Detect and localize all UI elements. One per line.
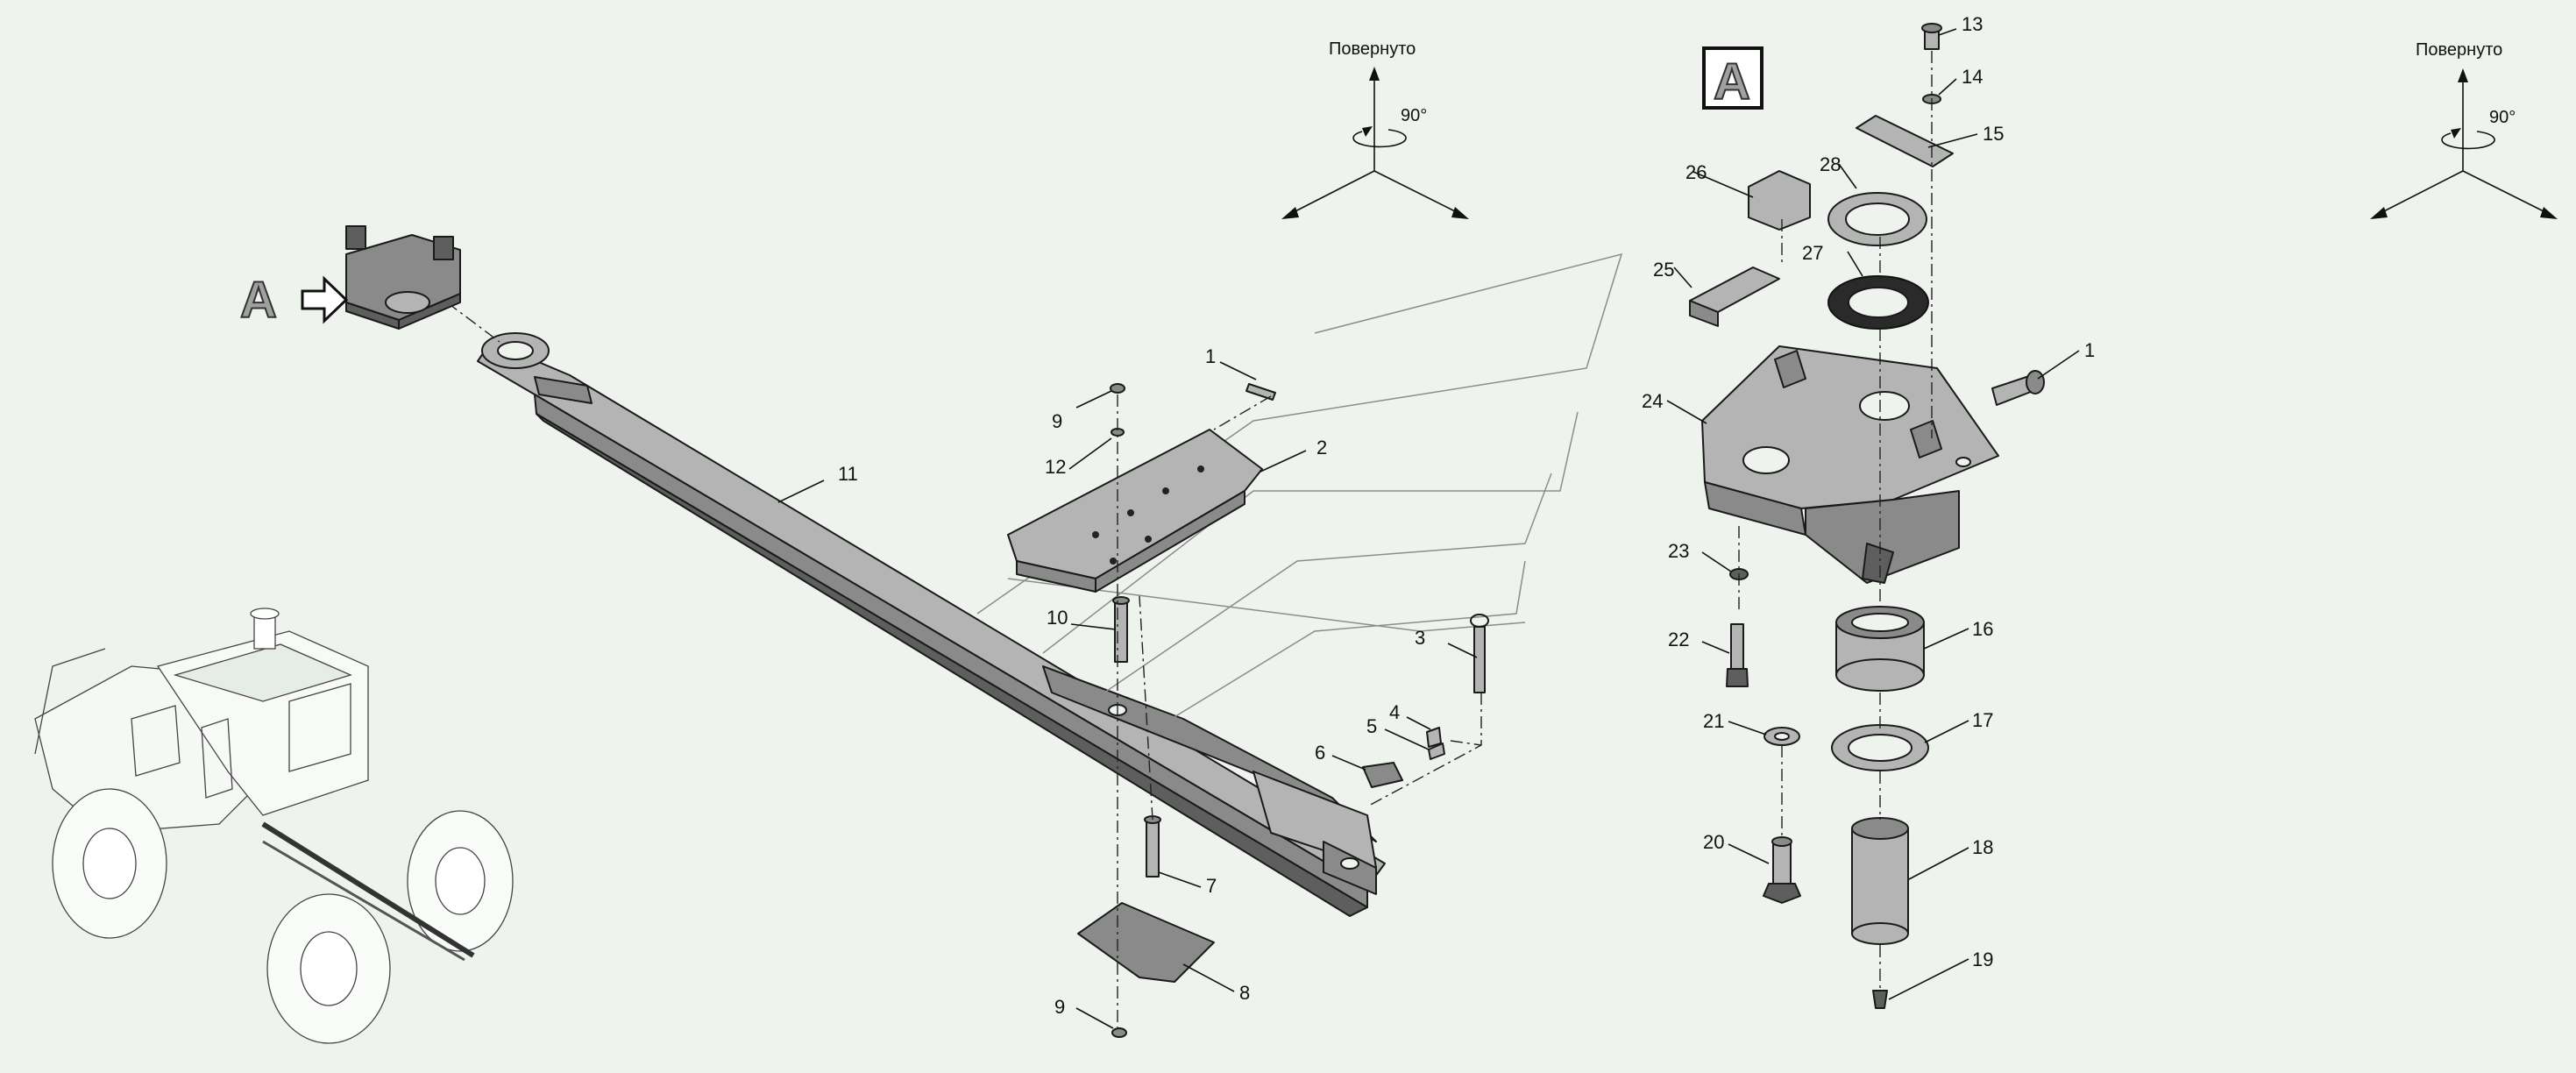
bolt-part-20	[1763, 836, 1801, 904]
orientation-left-angle: 90°	[1401, 106, 1427, 125]
callout-1-right: 1	[2084, 339, 2095, 361]
view-letter-right: A	[1714, 53, 1750, 110]
bushing-part-16	[1835, 606, 1925, 692]
view-letter-left: A	[240, 272, 277, 329]
callout-5: 5	[1366, 715, 1377, 737]
nut-part-9-bottom	[1111, 1027, 1127, 1038]
callout-7: 7	[1206, 875, 1217, 897]
washer-part-21	[1763, 727, 1800, 746]
callout-12: 12	[1045, 456, 1066, 478]
callout-24: 24	[1642, 390, 1663, 412]
callout-21: 21	[1703, 710, 1724, 732]
plate-part-8	[1077, 902, 1215, 983]
callout-8: 8	[1239, 982, 1250, 1004]
ring-part-28	[1827, 192, 1927, 246]
assembly-lines	[446, 302, 1482, 1027]
callout-3: 3	[1415, 627, 1425, 649]
bracket-part-6	[1362, 762, 1403, 788]
assembly-lines-right	[1738, 51, 1933, 989]
callout-26: 26	[1685, 161, 1707, 183]
orientation-glyph-right: Повернуто 90°	[2370, 40, 2558, 219]
cylinder-part-18	[1851, 817, 1909, 945]
view-a-thumbnail	[345, 225, 461, 330]
orientation-right-angle: 90°	[2489, 108, 2516, 127]
callout-23: 23	[1668, 540, 1689, 562]
callout-labels: 1 2 3 4 5 6 7 8 9 9 10 11 12 13 14 15 16…	[838, 13, 2095, 1018]
bolt-part-1-left	[1245, 383, 1276, 401]
ring-part-17	[1831, 724, 1929, 771]
callout-16: 16	[1972, 618, 1993, 640]
pin-part-5	[1428, 743, 1445, 760]
callout-20: 20	[1703, 831, 1724, 853]
callout-19: 19	[1972, 949, 1993, 970]
callout-15: 15	[1983, 123, 2004, 145]
nut-part-9-top	[1110, 383, 1125, 394]
view-arrow-icon	[301, 275, 349, 324]
callout-17: 17	[1972, 709, 1993, 731]
leader-lines	[777, 28, 2080, 1029]
callout-2: 2	[1316, 437, 1327, 458]
block-part-26	[1748, 170, 1811, 231]
drawbar-part-11	[477, 332, 1386, 917]
orientation-left-label: Повернуто	[1329, 39, 1416, 59]
pin-part-4	[1426, 727, 1442, 748]
view-marker-left: A	[239, 271, 349, 330]
callout-1-left: 1	[1205, 345, 1216, 367]
bolt-part-1-right	[1991, 370, 2045, 406]
plate-part-25	[1689, 266, 1780, 327]
callout-25: 25	[1653, 259, 1674, 281]
pin-part-3	[1470, 614, 1489, 693]
callout-28: 28	[1820, 153, 1841, 175]
callout-4: 4	[1389, 701, 1400, 723]
tractor-illustration	[34, 608, 514, 1044]
callout-9-top: 9	[1052, 410, 1062, 432]
callout-9-bottom: 9	[1054, 996, 1065, 1018]
callout-14: 14	[1962, 66, 1983, 88]
bolt-part-13	[1921, 23, 1942, 50]
ring-part-27	[1827, 275, 1929, 330]
callout-27: 27	[1802, 242, 1823, 264]
callout-18: 18	[1972, 836, 1993, 858]
plate-part-2	[1007, 429, 1263, 593]
orientation-glyph-left: Повернуто 90°	[1281, 39, 1469, 219]
callout-22: 22	[1668, 629, 1689, 650]
plug-part-19	[1872, 990, 1888, 1009]
view-marker-right: A	[1702, 46, 1763, 111]
bolt-part-7	[1144, 815, 1161, 878]
callout-6: 6	[1315, 742, 1325, 764]
callout-13: 13	[1962, 13, 1983, 35]
bolt-part-22	[1726, 623, 1749, 687]
callout-10: 10	[1047, 607, 1068, 629]
orientation-right-label: Повернуто	[2416, 40, 2502, 60]
housing-part-24	[1701, 345, 1999, 584]
callout-11: 11	[838, 463, 858, 485]
plate-part-15	[1856, 115, 1954, 167]
